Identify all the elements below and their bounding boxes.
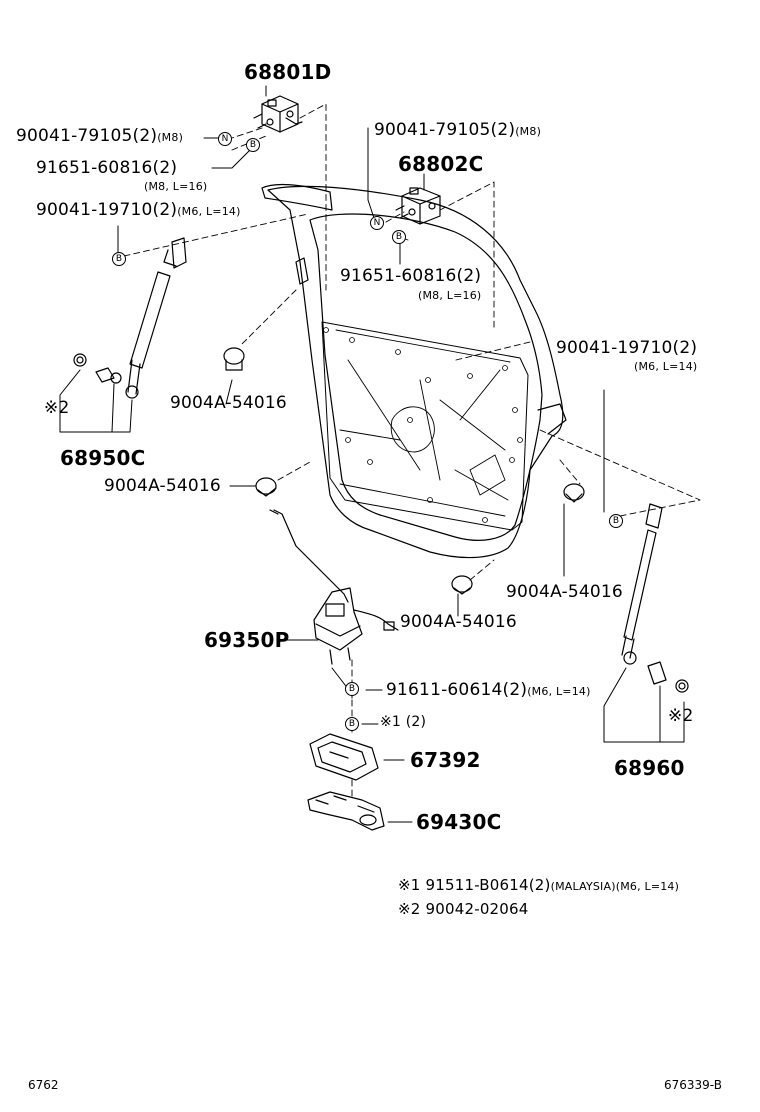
part-label-bolt-b: 90041-79105(2)(M8) xyxy=(374,120,541,140)
leader-lines xyxy=(59,85,685,823)
hinge-68802c xyxy=(395,187,441,225)
part-note: (M8) xyxy=(515,125,542,138)
part-label-cushion-3: 9004A-54016 xyxy=(506,582,623,602)
part-label-68950c: 68950C xyxy=(60,446,146,470)
part-note: (M8) xyxy=(157,131,184,144)
back-door-panel xyxy=(261,183,567,559)
ref-mark-2-left: ※2 xyxy=(44,398,70,418)
part-label-cushion-2: 9004A-54016 xyxy=(104,476,221,496)
footnote-1: ※1 91511-B0614(2)(MALAYSIA)(M6, L=14) xyxy=(398,876,679,894)
footer-right-code: 676339-B xyxy=(664,1078,722,1092)
tag-b-right-strut: B xyxy=(609,514,623,528)
tag-n-left: N xyxy=(218,132,232,146)
dashed-guides xyxy=(123,103,701,797)
part-label-68801d: 68801D xyxy=(244,60,332,84)
part-note-screw-a: (M8, L=16) xyxy=(144,180,208,193)
footnote-2: ※2 90042-02064 xyxy=(398,900,529,918)
tag-b-left-strut: B xyxy=(112,252,126,266)
part-label-68960: 68960 xyxy=(614,756,685,780)
part-number: 91611-60614(2) xyxy=(386,680,528,700)
part-number: 90041-79105(2) xyxy=(374,120,516,140)
footnote-part: 91511-B0614(2) xyxy=(425,876,551,894)
footnote-part: 90042-02064 xyxy=(425,900,529,918)
lock-assembly-69350p xyxy=(269,509,399,665)
part-label-screw-c: 91611-60614(2)(M6, L=14) xyxy=(386,680,591,700)
tag-b-right-upper: B xyxy=(392,230,406,244)
ref-mark-2-right: ※2 xyxy=(668,706,694,726)
footnote-note: (MALAYSIA)(M6, L=14) xyxy=(550,880,680,893)
part-note-bolt-d: (M6, L=14) xyxy=(634,360,698,373)
part-note-screw-b: (M8, L=16) xyxy=(418,289,482,302)
cushion-4 xyxy=(451,575,473,595)
hinge-68801d xyxy=(253,95,303,133)
part-label-cushion-1: 9004A-54016 xyxy=(170,393,287,413)
cushion-2 xyxy=(255,477,277,497)
cushion-1 xyxy=(223,347,245,371)
part-label-69430c: 69430C xyxy=(416,810,502,834)
strut-68960 xyxy=(621,503,689,693)
part-label-screw-b: 91651-60816(2) xyxy=(340,266,482,286)
tag-b-handle: B xyxy=(345,717,359,731)
part-number: 90041-19710(2) xyxy=(36,200,178,220)
part-label-bolt-c: 90041-19710(2)(M6, L=14) xyxy=(36,200,241,220)
part-note: (M6, L=14) xyxy=(527,685,591,698)
part-label-screw-a: 91651-60816(2) xyxy=(36,158,178,178)
cushion-3 xyxy=(563,483,585,503)
tag-b-left-upper: B xyxy=(246,138,260,152)
lamp-69430c xyxy=(307,791,385,831)
footer-left-code: 6762 xyxy=(28,1078,59,1092)
part-number: 90041-79105(2) xyxy=(16,126,158,146)
footnote-mark: ※1 xyxy=(398,876,421,894)
part-label-69350p: 69350P xyxy=(204,628,290,652)
part-label-bolt-a: 90041-79105(2)(M8) xyxy=(16,126,183,146)
tag-b-lock: B xyxy=(345,682,359,696)
part-label-cushion-4: 9004A-54016 xyxy=(400,612,517,632)
part-note: (M6, L=14) xyxy=(177,205,241,218)
part-label-bolt-d: 90041-19710(2) xyxy=(556,338,698,358)
tag-n-right: N xyxy=(370,216,384,230)
part-label-68802c: 68802C xyxy=(398,152,484,176)
ref-mark-1-handle: ※1 (2) xyxy=(380,714,427,730)
footnote-mark: ※2 xyxy=(398,900,421,918)
part-label-67392: 67392 xyxy=(410,748,481,772)
handle-67392 xyxy=(309,733,379,781)
strut-68950c xyxy=(73,237,187,399)
